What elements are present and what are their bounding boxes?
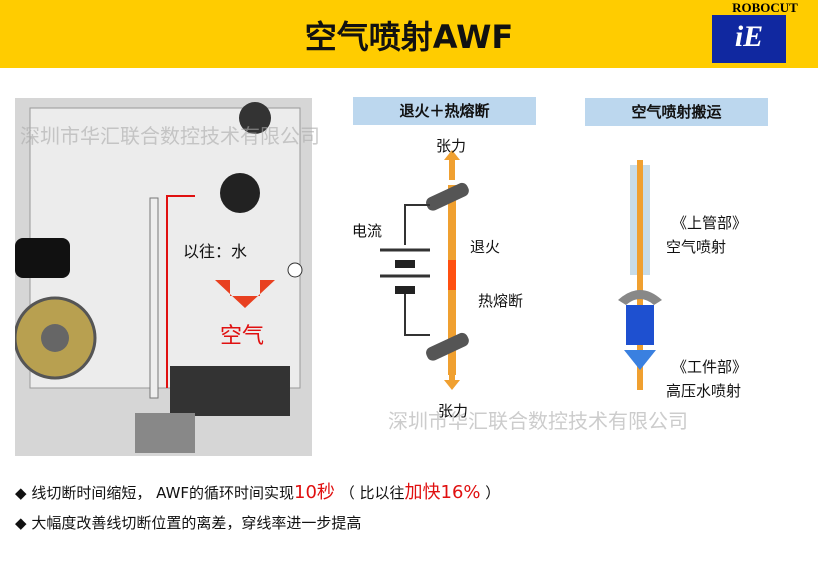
page-title: 空气喷射AWF	[304, 18, 514, 56]
bullet-2: ◆ 大幅度改善线切断位置的离差，穿线率进一步提高	[15, 512, 361, 533]
bullet-1-highlight-speedup: 加快16%	[404, 482, 481, 503]
machine-illustration	[15, 98, 312, 456]
tension-top-label: 张力	[436, 137, 467, 155]
upper-part-label: 《上管部》	[672, 214, 748, 232]
air-jet-diagram	[618, 160, 662, 390]
bullet-marker: ◆	[15, 484, 27, 502]
bullet-1-highlight-time: 10秒	[294, 482, 335, 503]
diagram-right-title: 空气喷射搬运	[585, 98, 768, 126]
melt-label: 热熔断	[478, 292, 524, 310]
bullet-1-part-d: （ 比以往	[339, 484, 405, 502]
work-water-label: 高压水喷射	[666, 382, 742, 400]
tension-bottom-label: 张力	[438, 402, 469, 420]
label-old-water: 以往：水	[183, 242, 248, 261]
watermark-top: 深圳市华汇联合数控技术有限公司	[20, 124, 320, 148]
bullet-1: ◆ 线切断时间缩短， AWF的循环时间实现10秒 （ 比以往加快16% ）	[15, 478, 500, 504]
machine-photo: 以往：水 空气	[15, 98, 312, 456]
header-bar	[0, 0, 818, 68]
bullet-marker: ◆	[15, 514, 27, 532]
bullet-2-text: 大幅度改善线切断位置的离差，穿线率进一步提高	[31, 514, 362, 532]
logo-mark: iE	[712, 15, 786, 63]
label-air: 空气	[220, 324, 265, 349]
bullet-1-part-a: 线切断时间缩短，	[31, 484, 152, 502]
diagram-left-title: 退火＋热熔断	[353, 97, 536, 125]
bullet-1-part-f: ）	[485, 484, 501, 502]
anneal-diagram	[380, 150, 469, 390]
work-part-label: 《工件部》	[672, 358, 748, 376]
logo-brand: ROBOCUT	[732, 0, 798, 15]
watermark-bottom: 深圳市华汇联合数控技术有限公司	[388, 409, 688, 433]
anneal-label: 退火	[470, 238, 501, 256]
current-label: 电流	[352, 222, 383, 240]
upper-air-label: 空气喷射	[666, 238, 727, 256]
bullet-1-part-b: AWF的循环时间实现	[156, 484, 295, 502]
